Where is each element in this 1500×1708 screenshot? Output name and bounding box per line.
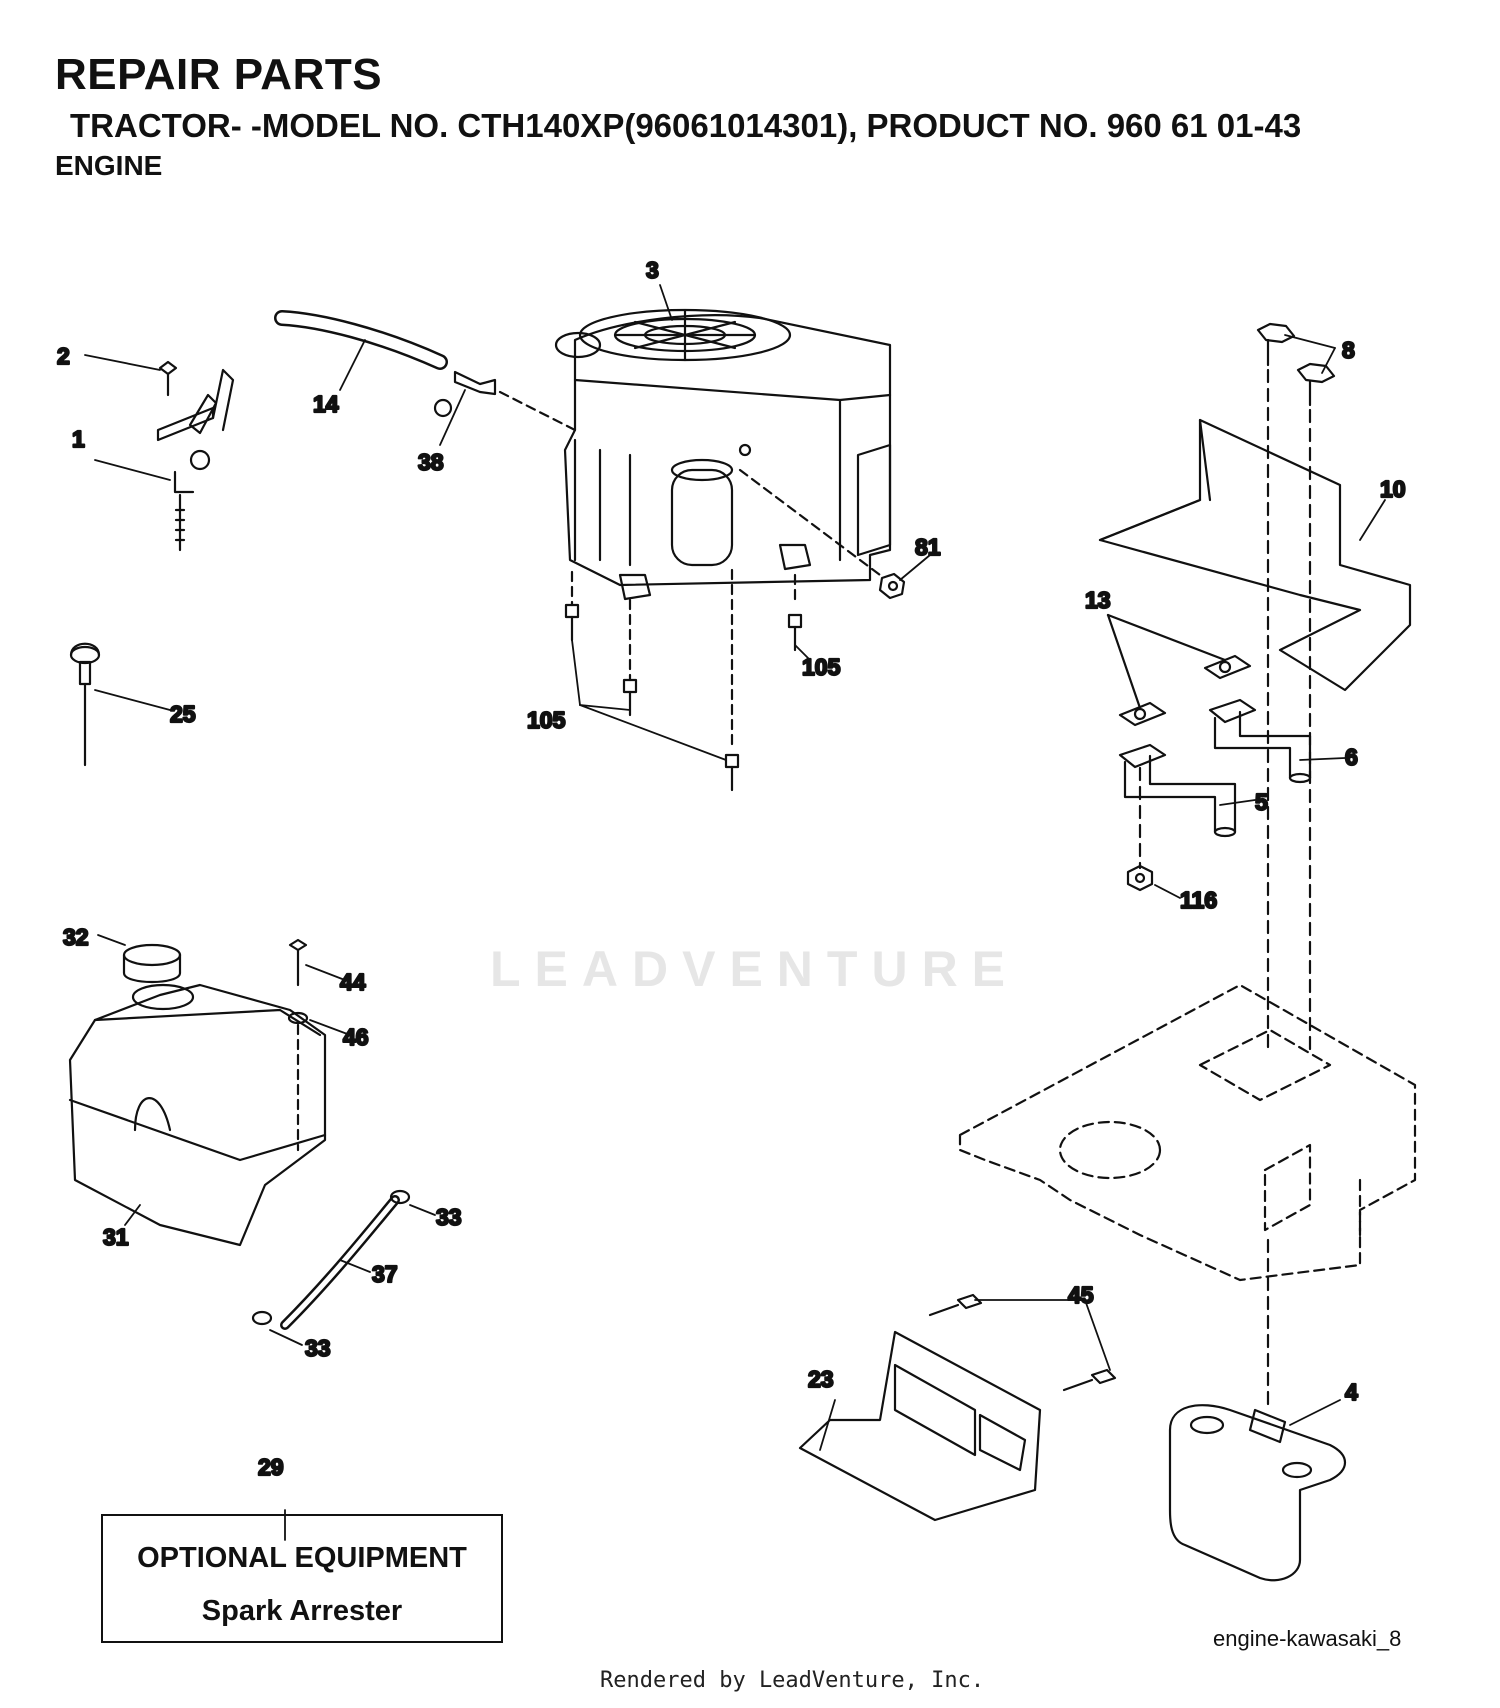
gasket-13-group — [1118, 654, 1252, 727]
callout-label: 37 — [372, 1261, 398, 1287]
callout-label: 46 — [343, 1024, 369, 1050]
callout-label: 81 — [915, 534, 941, 560]
screw-44-part — [288, 938, 308, 987]
callout-label: 38 — [418, 449, 444, 475]
callout-label: 29 — [258, 1454, 284, 1480]
hose-clamp-group — [251, 1189, 411, 1326]
callout-label: 6 — [1345, 744, 1358, 770]
callout-label: 14 — [313, 391, 339, 417]
model-subtitle: TRACTOR- -MODEL NO. CTH140XP(96061014301… — [70, 107, 1302, 144]
optional-equipment-heading: OPTIONAL EQUIPMENT — [137, 1542, 467, 1574]
leader-lines-13 — [1106, 613, 1227, 710]
callout-label: 105 — [527, 707, 566, 733]
nut-116-part — [1126, 864, 1154, 892]
fuel-cap-part — [122, 943, 182, 983]
callout-label: 116 — [1180, 887, 1217, 913]
callout-label: 3 — [646, 257, 659, 283]
drawing-id: engine-kawasaki_8 — [1213, 1626, 1402, 1651]
callout-label: 33 — [305, 1335, 331, 1361]
bolt-45-group — [928, 1293, 1117, 1392]
section-title: ENGINE — [55, 150, 163, 181]
callout-label: 10 — [1380, 476, 1406, 502]
nut-81-part — [878, 572, 906, 600]
engine-part — [554, 308, 892, 601]
heat-shield-part — [1098, 418, 1412, 692]
optional-equipment-box: OPTIONAL EQUIPMENT Spark Arrester — [101, 1514, 503, 1643]
watermark-text: LEADVENTURE — [490, 941, 1020, 997]
exhaust-pipe-5-part — [1118, 743, 1237, 838]
fuel-hose-part — [280, 1195, 400, 1330]
optional-equipment-item: Spark Arrester — [201, 1595, 403, 1627]
callout-label: 4 — [1345, 1379, 1358, 1405]
choke-knob-part — [69, 642, 101, 767]
engine-bolt-guides — [570, 468, 882, 747]
bolt-8-group — [1256, 322, 1336, 407]
exhaust-pipe-6-part — [1208, 698, 1312, 784]
page-title: REPAIR PARTS — [55, 50, 383, 99]
callout-label: 13 — [1085, 587, 1111, 613]
callout-label: 44 — [340, 969, 366, 995]
throttle-control-part — [156, 360, 235, 552]
callout-label: 1 — [72, 426, 85, 452]
fuel-line-part — [274, 310, 577, 432]
callout-label: 25 — [170, 701, 196, 727]
heat-shield-23-part — [798, 1330, 1042, 1522]
muffler-part — [1168, 1404, 1347, 1582]
callout-label: 8 — [1342, 337, 1355, 363]
callout-label: 105 — [802, 654, 841, 680]
callout-label: 5 — [1255, 789, 1268, 815]
fuel-tank-part — [68, 983, 327, 1247]
callout-leaders — [84, 284, 1386, 1541]
callout-label: 45 — [1068, 1282, 1094, 1308]
vertical-guides — [1138, 368, 1312, 1412]
callout-label: 31 — [103, 1224, 129, 1250]
callout-labels: 1 2 3 4 5 6 8 10 13 14 23 25 29 31 32 33… — [56, 256, 1407, 1481]
callout-label: 33 — [436, 1204, 462, 1230]
tractor-frame-part — [958, 983, 1417, 1282]
callout-label: 32 — [63, 924, 89, 950]
washer-46-part — [287, 1011, 309, 1025]
callout-label: 23 — [808, 1366, 834, 1392]
rendered-by-footer: Rendered by LeadVenture, Inc. — [600, 1668, 985, 1693]
bolt-105-group — [564, 603, 803, 792]
callout-label: 2 — [57, 343, 70, 369]
